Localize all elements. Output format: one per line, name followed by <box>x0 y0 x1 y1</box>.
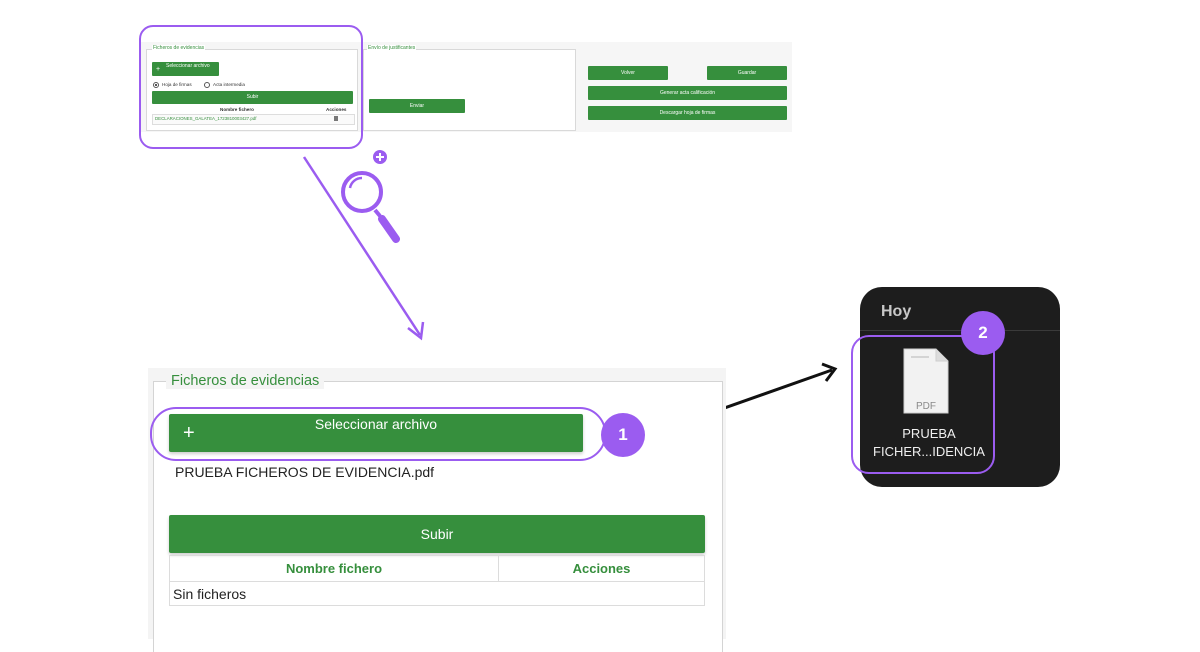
step-2-badge: 2 <box>961 311 1005 355</box>
section-divider <box>860 330 1060 331</box>
thumb-upload-button[interactable]: Subir <box>152 91 353 104</box>
thumb-back-button[interactable]: Volver <box>588 66 668 80</box>
files-table: Nombre fichero Acciones Sin ficheros <box>169 555 705 606</box>
table-row: Sin ficheros <box>169 581 705 606</box>
thumbnail-screenshot: Ficheros de evidencias + Seleccionar arc… <box>140 42 792 132</box>
pdf-file-icon[interactable]: PDF <box>902 347 950 415</box>
thumb-download-button[interactable]: Descargar hoja de firmas <box>588 106 787 120</box>
col-actions: Acciones <box>498 555 705 582</box>
thumb-radio-intermediate-label: Acta intermedia <box>213 82 245 87</box>
thumb-col-name: Nombre fichero <box>220 107 254 112</box>
thumb-save-button[interactable]: Guardar <box>707 66 787 80</box>
thumbnail-highlight-ring <box>139 25 363 149</box>
selected-file-name: PRUEBA FICHEROS DE EVIDENCIA.pdf <box>175 464 435 480</box>
thumb-col-actions: Acciones <box>326 107 347 112</box>
picked-file-name-line1: PRUEBA <box>902 426 956 441</box>
thumb-radio-signatures-label: Hoja de firmas <box>162 82 192 87</box>
thumb-evidence-legend: Ficheros de evidencias <box>152 45 206 51</box>
picked-file-name[interactable]: PRUEBA FICHER...IDENCIA <box>860 425 998 461</box>
thumb-plus-icon: + <box>156 66 161 73</box>
connector-line-to-zoom <box>302 156 425 341</box>
zoom-evidence-legend: Ficheros de evidencias <box>166 373 325 389</box>
section-today-label: Hoy <box>881 303 912 320</box>
select-button-highlight-ring <box>150 407 606 461</box>
file-picker-panel: Hoy PDF PRUEBA FICHER...IDENCIA <box>860 287 1060 487</box>
upload-button[interactable]: Subir <box>169 515 705 553</box>
thumb-justification-legend: Envío de justificantes <box>367 45 417 51</box>
thumb-table-row: DECLARACIONES_GALATEA_1723810003427.pdf <box>152 114 355 125</box>
thumb-radio-intermediate[interactable] <box>204 82 210 88</box>
pdf-file-type: PDF <box>916 401 936 412</box>
select-file-label: Seleccionar archivo <box>314 416 438 432</box>
empty-files-message: Sin ficheros <box>169 581 705 606</box>
picked-file-name-line2: FICHER...IDENCIA <box>873 444 985 459</box>
thumb-generate-button[interactable]: Generar acta calificación <box>588 86 787 100</box>
thumb-select-file-button[interactable]: + Seleccionar archivo <box>152 62 219 76</box>
thumb-select-label: Seleccionar archivo <box>166 63 210 69</box>
thumb-send-button[interactable]: Enviar <box>369 99 465 113</box>
table-header-row: Nombre fichero Acciones <box>169 555 705 582</box>
thumb-trash-icon[interactable] <box>334 116 338 121</box>
file-highlight-ring <box>851 335 995 474</box>
step-1-badge: 1 <box>601 413 645 457</box>
plus-icon: + <box>183 422 195 444</box>
col-file-name: Nombre fichero <box>169 555 499 582</box>
magnifier-icon <box>341 150 400 243</box>
thumb-radio-signatures[interactable] <box>153 82 159 88</box>
thumb-file-link[interactable]: DECLARACIONES_GALATEA_1723810003427.pdf <box>155 116 257 121</box>
select-file-button[interactable]: + Seleccionar archivo <box>169 414 583 452</box>
thumb-justification-fieldset <box>363 49 576 131</box>
